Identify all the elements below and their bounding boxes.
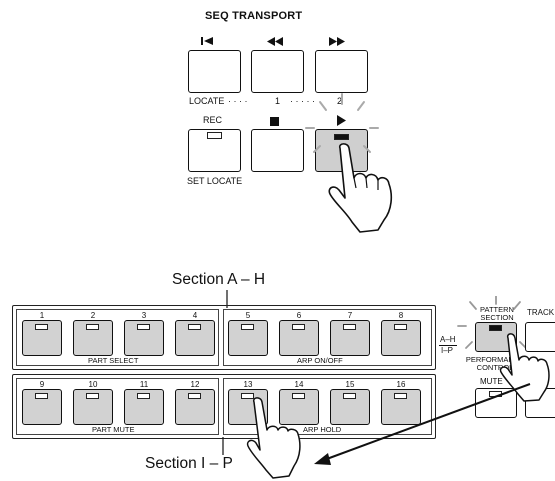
performance-control-label: PERFORMANCE CONTROL xyxy=(465,355,525,372)
seq-transport-title: SEQ TRANSPORT xyxy=(205,10,303,22)
locate-number-1: 1 xyxy=(275,96,281,106)
pressing-hand-icon xyxy=(328,143,393,233)
section-i-p-pad-button[interactable] xyxy=(381,389,421,425)
arp-hold-label: ARP HOLD xyxy=(303,425,342,434)
stop-icon xyxy=(270,117,279,126)
i-p-tag: I–P xyxy=(441,346,454,355)
section-i-p-pad-button[interactable] xyxy=(279,389,319,425)
section-i-p-pad-led xyxy=(35,393,48,399)
arp-hold-group xyxy=(223,378,432,435)
stop-button[interactable] xyxy=(251,129,304,172)
section-a-h-number: 6 xyxy=(296,311,302,320)
play-glow-rays xyxy=(305,93,379,153)
section-a-h-pad-led xyxy=(343,324,356,330)
locate-label: LOCATE xyxy=(189,96,225,106)
section-i-p-pad-led xyxy=(137,393,150,399)
section-i-p-pad-led xyxy=(343,393,356,399)
arp-on-off-label: ARP ON/OFF xyxy=(297,356,343,365)
section-a-h-pad-button[interactable] xyxy=(330,320,370,356)
section-i-p-pad-button[interactable] xyxy=(22,389,62,425)
pressing-hand-pad-icon xyxy=(246,397,301,479)
part-mute-label: PART MUTE xyxy=(92,425,135,434)
part-select-label: PART SELECT xyxy=(88,356,139,365)
tag-divider xyxy=(439,345,457,346)
section-i-p-number: 15 xyxy=(345,380,355,389)
section-a-h-pad-button[interactable] xyxy=(124,320,164,356)
mute-label: MUTE xyxy=(480,377,503,386)
section-a-h-number: 7 xyxy=(347,311,353,320)
group-a-h xyxy=(12,305,436,370)
track-label: TRACK xyxy=(527,308,555,317)
fast-forward-icon xyxy=(329,37,345,46)
section-a-h-pad-led xyxy=(137,324,150,330)
pattern-section-label: PATTERN SECTION xyxy=(480,305,514,322)
section-a-h-pad-led xyxy=(394,324,407,330)
rewind-button[interactable] xyxy=(251,50,304,93)
section-i-p-number: 9 xyxy=(39,380,45,389)
section-i-p-pad-button[interactable] xyxy=(175,389,215,425)
section-a-h-pad-led xyxy=(35,324,48,330)
section-a-h-pad-led xyxy=(241,324,254,330)
section-a-h-number: 1 xyxy=(39,311,45,320)
section-a-h-pad-led xyxy=(86,324,99,330)
section-a-h-number: 2 xyxy=(90,311,96,320)
rec-button[interactable] xyxy=(188,129,241,172)
section-i-p-number: 16 xyxy=(396,380,406,389)
section-a-h-number: 4 xyxy=(192,311,198,320)
locate-dots-a: · · · · xyxy=(228,96,248,106)
section-a-h-pad-button[interactable] xyxy=(279,320,319,356)
section-a-h-pad-button[interactable] xyxy=(73,320,113,356)
group-i-p xyxy=(12,374,436,439)
skip-to-start-button[interactable] xyxy=(188,50,241,93)
pointer-arrow xyxy=(314,383,531,465)
locate-dots-b: · · · · · xyxy=(290,96,315,106)
fast-forward-button[interactable] xyxy=(315,50,368,93)
section-a-h-pad-led xyxy=(188,324,201,330)
set-locate-label: SET LOCATE xyxy=(187,176,243,186)
section-i-p-pad-button[interactable] xyxy=(73,389,113,425)
play-led-lit xyxy=(334,134,349,140)
play-icon xyxy=(337,115,346,126)
section-a-h-number: 8 xyxy=(398,311,404,320)
section-a-h-pad-button[interactable] xyxy=(22,320,62,356)
section-i-p-leader-line xyxy=(222,437,224,455)
pressing-hand-right-icon xyxy=(499,333,550,402)
section-i-p-pad-button[interactable] xyxy=(330,389,370,425)
section-i-p-label: Section I – P xyxy=(145,455,233,472)
rewind-icon xyxy=(267,37,283,46)
section-i-p-pad-button[interactable] xyxy=(124,389,164,425)
part-mute-group xyxy=(16,378,219,435)
section-a-h-number: 5 xyxy=(245,311,251,320)
section-i-p-number: 12 xyxy=(190,380,200,389)
section-a-h-pad-button[interactable] xyxy=(175,320,215,356)
section-i-p-pad-led xyxy=(292,393,305,399)
section-a-h-pad-led xyxy=(292,324,305,330)
section-a-h-pad-button[interactable] xyxy=(381,320,421,356)
section-i-p-pad-led xyxy=(394,393,407,399)
section-i-p-number: 14 xyxy=(294,380,304,389)
arp-on-off-group xyxy=(223,309,432,366)
a-h-tag: A–H xyxy=(440,335,456,344)
locate-number-2: 2 xyxy=(337,96,343,106)
section-i-p-pad-led xyxy=(241,393,254,399)
section-i-p-number: 13 xyxy=(243,380,253,389)
section-a-h-label: Section A – H xyxy=(172,271,266,288)
section-i-p-pad-led xyxy=(188,393,201,399)
part-select-group xyxy=(16,309,219,366)
track-button[interactable] xyxy=(525,322,555,352)
section-i-p-number: 10 xyxy=(88,380,98,389)
rec-led xyxy=(207,132,222,139)
rec-label: REC xyxy=(203,115,223,125)
section-i-p-number: 11 xyxy=(139,380,149,389)
performance-control-led-lit xyxy=(489,325,502,331)
section-a-h-number: 3 xyxy=(141,311,147,320)
section-a-h-pad-button[interactable] xyxy=(228,320,268,356)
skip-to-start-icon xyxy=(201,37,213,45)
section-i-p-pad-led xyxy=(86,393,99,399)
